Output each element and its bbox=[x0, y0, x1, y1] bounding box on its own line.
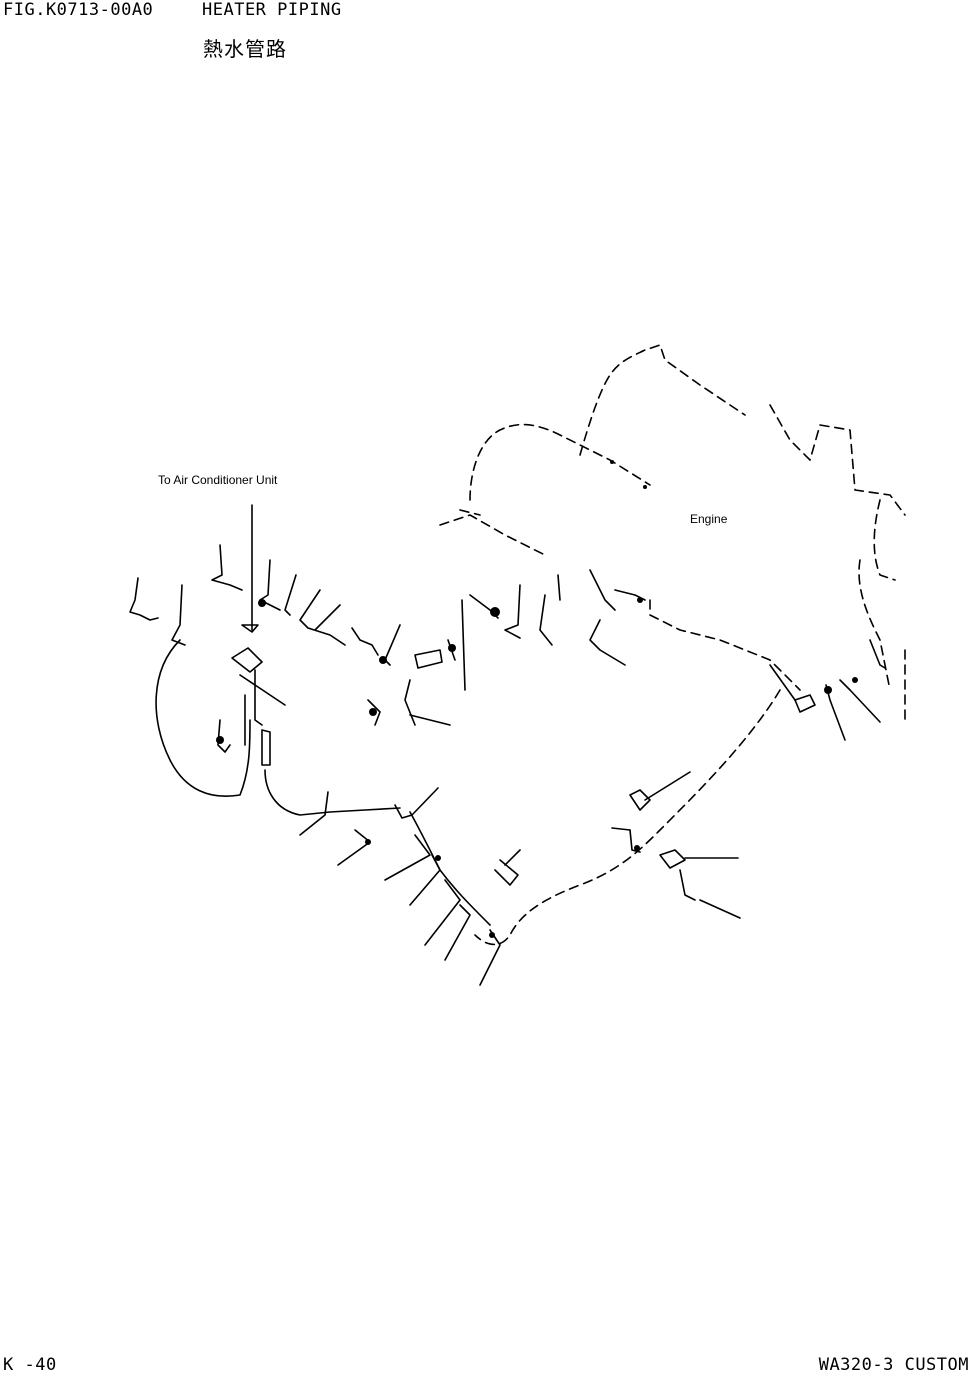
figure-title-japanese: 熱水管路 bbox=[203, 37, 287, 61]
figure-number: FIG.K0713-00A0 bbox=[3, 0, 154, 20]
heater-hose bbox=[155, 639, 251, 797]
model-name: WA320-3 CUSTOM bbox=[818, 1355, 969, 1375]
heater-hose-2 bbox=[264, 769, 401, 816]
engine-outline bbox=[439, 344, 906, 946]
air-conditioner-label: To Air Conditioner Unit bbox=[158, 473, 278, 487]
heater-hose-3 bbox=[409, 811, 491, 926]
figure-title: HEATER PIPING bbox=[202, 0, 342, 20]
engine-label: Engine bbox=[690, 512, 728, 526]
page-number: K -40 bbox=[3, 1355, 57, 1375]
